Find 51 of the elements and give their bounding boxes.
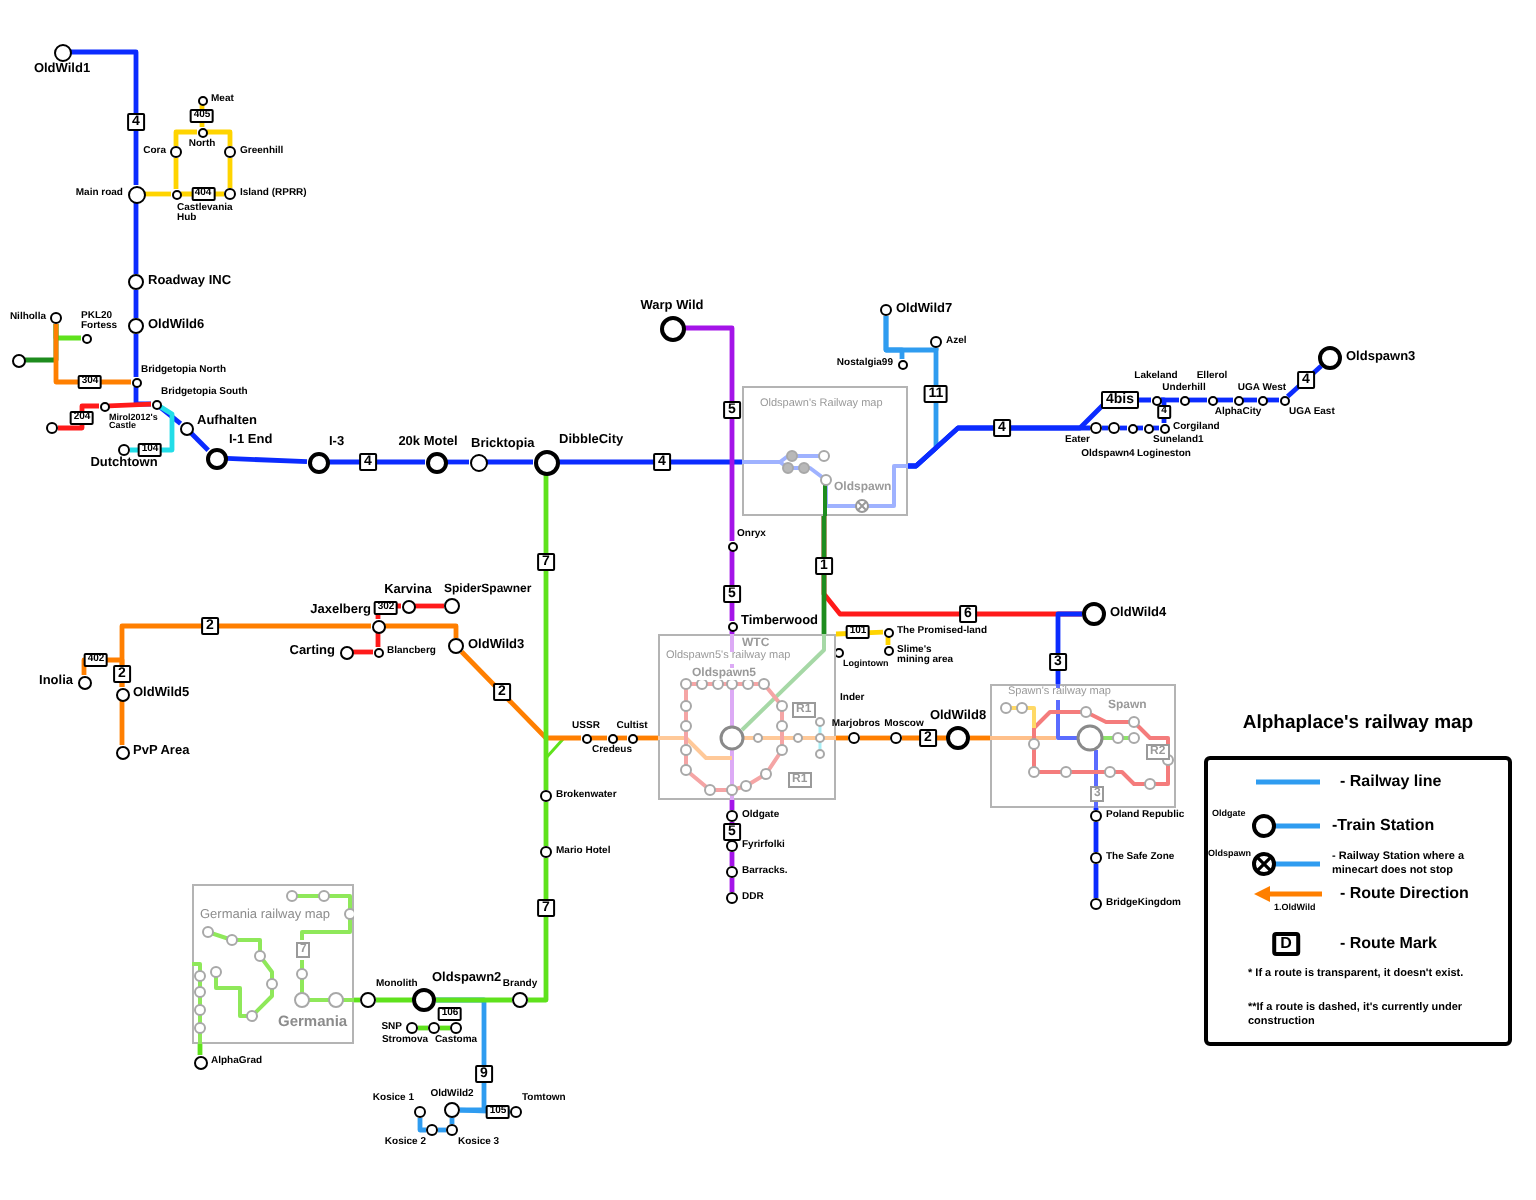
- rail-line: [376, 997, 412, 1003]
- rail-line: [436, 997, 512, 1003]
- rail-line: [58, 403, 99, 431]
- rail-line: [1161, 397, 1167, 423]
- rail-line: [729, 551, 735, 621]
- inset-map-panel: [192, 884, 354, 1044]
- rail-line: [902, 735, 946, 741]
- rail-line: [883, 316, 905, 359]
- legend-text: -Train Station: [1332, 818, 1435, 834]
- rail-line: [119, 701, 125, 745]
- rail-line: [108, 401, 152, 409]
- rail-line: [207, 129, 233, 146]
- rail-line: [227, 158, 233, 188]
- legend-text: - Route Direction: [1340, 886, 1469, 902]
- rail-line: [385, 623, 459, 638]
- rail-line: [226, 456, 308, 464]
- rail-line: [415, 603, 444, 609]
- rail-line: [970, 735, 990, 741]
- legend-text: - Route Mark: [1340, 936, 1437, 952]
- rail-line: [1093, 822, 1099, 852]
- inset-map-panel: [990, 684, 1176, 808]
- rail-line: [173, 129, 197, 146]
- legend-text: - Railway line: [1340, 774, 1442, 790]
- rail-line: [133, 334, 139, 377]
- route-mark: D: [1272, 932, 1300, 956]
- inset-map-panel: [742, 386, 908, 516]
- rail-line: [860, 735, 890, 741]
- rail-line: [145, 191, 171, 197]
- rail-line: [459, 650, 581, 741]
- rail-line: [329, 459, 425, 465]
- rail-line: [543, 475, 549, 790]
- rail-line: [353, 649, 373, 655]
- rail-line: [53, 324, 131, 385]
- rail-line: [821, 516, 827, 634]
- rail-line: [71, 49, 139, 185]
- rail-line: [133, 290, 139, 318]
- rail-line: [158, 405, 183, 426]
- rail-line: [133, 203, 139, 274]
- inset-map-panel: [658, 634, 836, 800]
- rail-line: [1055, 611, 1082, 684]
- map-title: Alphaplace's railway map: [1240, 714, 1476, 733]
- rail-line: [173, 158, 179, 189]
- rail-line: [685, 325, 735, 541]
- rail-line: [528, 858, 549, 1003]
- rail-line: [447, 459, 469, 465]
- rail-line: [559, 459, 742, 465]
- rail-line: [543, 802, 549, 846]
- rail-line: [189, 431, 210, 452]
- rail-line: [1093, 864, 1099, 898]
- rail-line: [487, 459, 533, 465]
- rail-line: [637, 735, 658, 741]
